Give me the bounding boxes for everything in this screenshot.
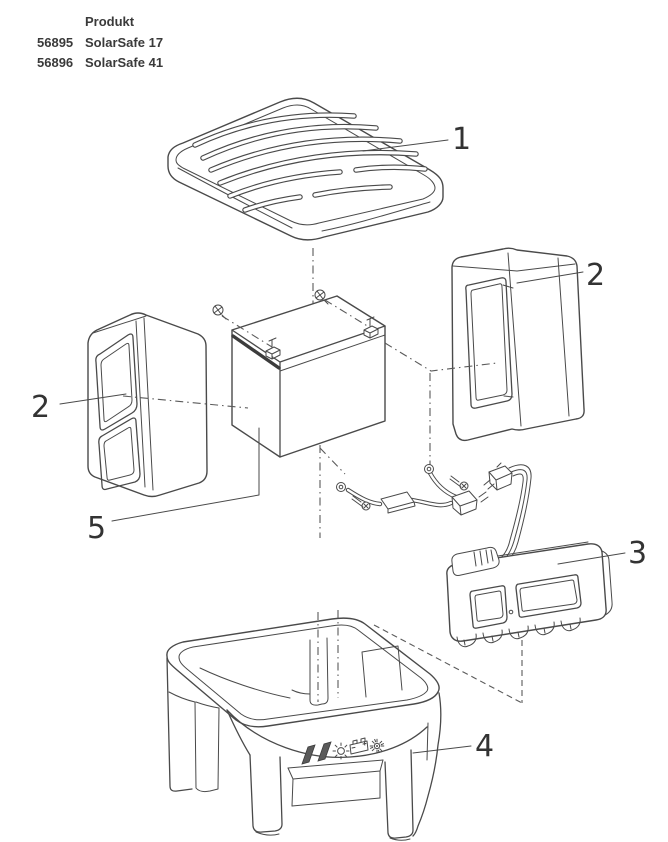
battery-lid-seam — [279, 334, 386, 372]
controller-connector-bumps — [456, 617, 581, 648]
battery-lid-shadow — [231, 334, 281, 370]
callout-5: 5 — [87, 511, 106, 546]
solar-panel-bar-icon — [317, 741, 332, 762]
battery-silhouette — [231, 295, 386, 458]
assembly-axis — [122, 395, 249, 409]
foam-left-window-upper — [95, 333, 138, 431]
lid-rim-line — [177, 167, 293, 229]
leader-line-3 — [557, 552, 626, 565]
battery-terminal — [265, 337, 281, 360]
tub-front-smile-edge — [226, 709, 428, 759]
callout-4: 4 — [475, 729, 494, 764]
controller-side — [601, 550, 613, 616]
ring-terminal — [336, 482, 346, 492]
leader-line-2-right — [516, 271, 584, 284]
sun-bright-icon — [369, 738, 385, 754]
product-code: 56895 — [37, 35, 74, 50]
fuse-holder — [380, 491, 416, 514]
product-name: SolarSafe 41 — [85, 55, 164, 70]
terminal-screw — [351, 495, 371, 511]
tub-interior — [199, 637, 403, 706]
product-name: SolarSafe 17 — [85, 35, 164, 50]
assembly-axis — [319, 447, 346, 475]
lid-silhouette — [167, 97, 444, 241]
foam-left-lip — [135, 320, 146, 488]
tub-rim-inner — [178, 624, 429, 721]
foam-insulation-left-part — [87, 312, 208, 498]
callout-1: 1 — [452, 122, 471, 157]
terminal-screw — [449, 475, 469, 491]
foam-insulation-right-part — [451, 247, 585, 442]
foam-left-window-lower — [98, 417, 141, 491]
product-column-header: Produkt — [85, 14, 135, 29]
housing-tub-part — [166, 617, 442, 841]
callout-2-right: 2 — [586, 258, 605, 293]
foam-right-seam — [557, 257, 570, 417]
leader-line-2-left — [59, 393, 127, 405]
assembly-axis — [384, 342, 498, 465]
battery-icon — [349, 737, 369, 755]
controller-led — [508, 609, 514, 615]
foam-right-edge — [507, 252, 522, 427]
foam-right-window — [465, 277, 514, 409]
battery-edges — [231, 325, 386, 458]
controller-window-small — [469, 585, 508, 629]
foam-right-silhouette — [451, 247, 585, 442]
leader-line-5 — [111, 427, 260, 522]
tub-rim-outer — [166, 617, 440, 728]
control-unit-part — [446, 541, 613, 648]
product-code: 56896 — [37, 55, 74, 70]
controller-window-large — [515, 574, 582, 618]
ring-terminal — [424, 464, 434, 474]
cover-lid-part — [167, 97, 444, 241]
battery-terminal — [363, 316, 379, 339]
indicator-icons — [301, 737, 385, 765]
foam-left-silhouette — [87, 312, 208, 498]
lid-rim-line — [321, 201, 431, 232]
connector-plug — [483, 462, 513, 491]
cable-to-controller — [497, 464, 532, 565]
connector-socket — [451, 490, 489, 516]
tub-front-recess-panel — [287, 759, 384, 807]
leader-line-1 — [362, 139, 449, 152]
assembly-axis — [373, 624, 523, 704]
callout-leaders — [59, 139, 626, 754]
lid-top-surface-edge — [175, 104, 436, 226]
tub-body-and-legs — [166, 657, 442, 841]
battery-part — [212, 289, 386, 458]
sun-icon — [332, 742, 350, 760]
wing-nut — [314, 289, 329, 305]
foam-right-top-edge — [452, 263, 576, 272]
callout-2-left: 2 — [31, 390, 50, 425]
solar-panel-bar-icon — [301, 744, 316, 765]
callout-3: 3 — [628, 536, 647, 571]
controller-cable-gland — [451, 546, 500, 576]
foam-left-edge — [143, 317, 154, 491]
wiring-harness — [336, 462, 532, 565]
leader-line-4 — [412, 745, 472, 754]
lid-vent-ribs — [192, 112, 428, 213]
foam-left-top-edge — [92, 315, 147, 334]
